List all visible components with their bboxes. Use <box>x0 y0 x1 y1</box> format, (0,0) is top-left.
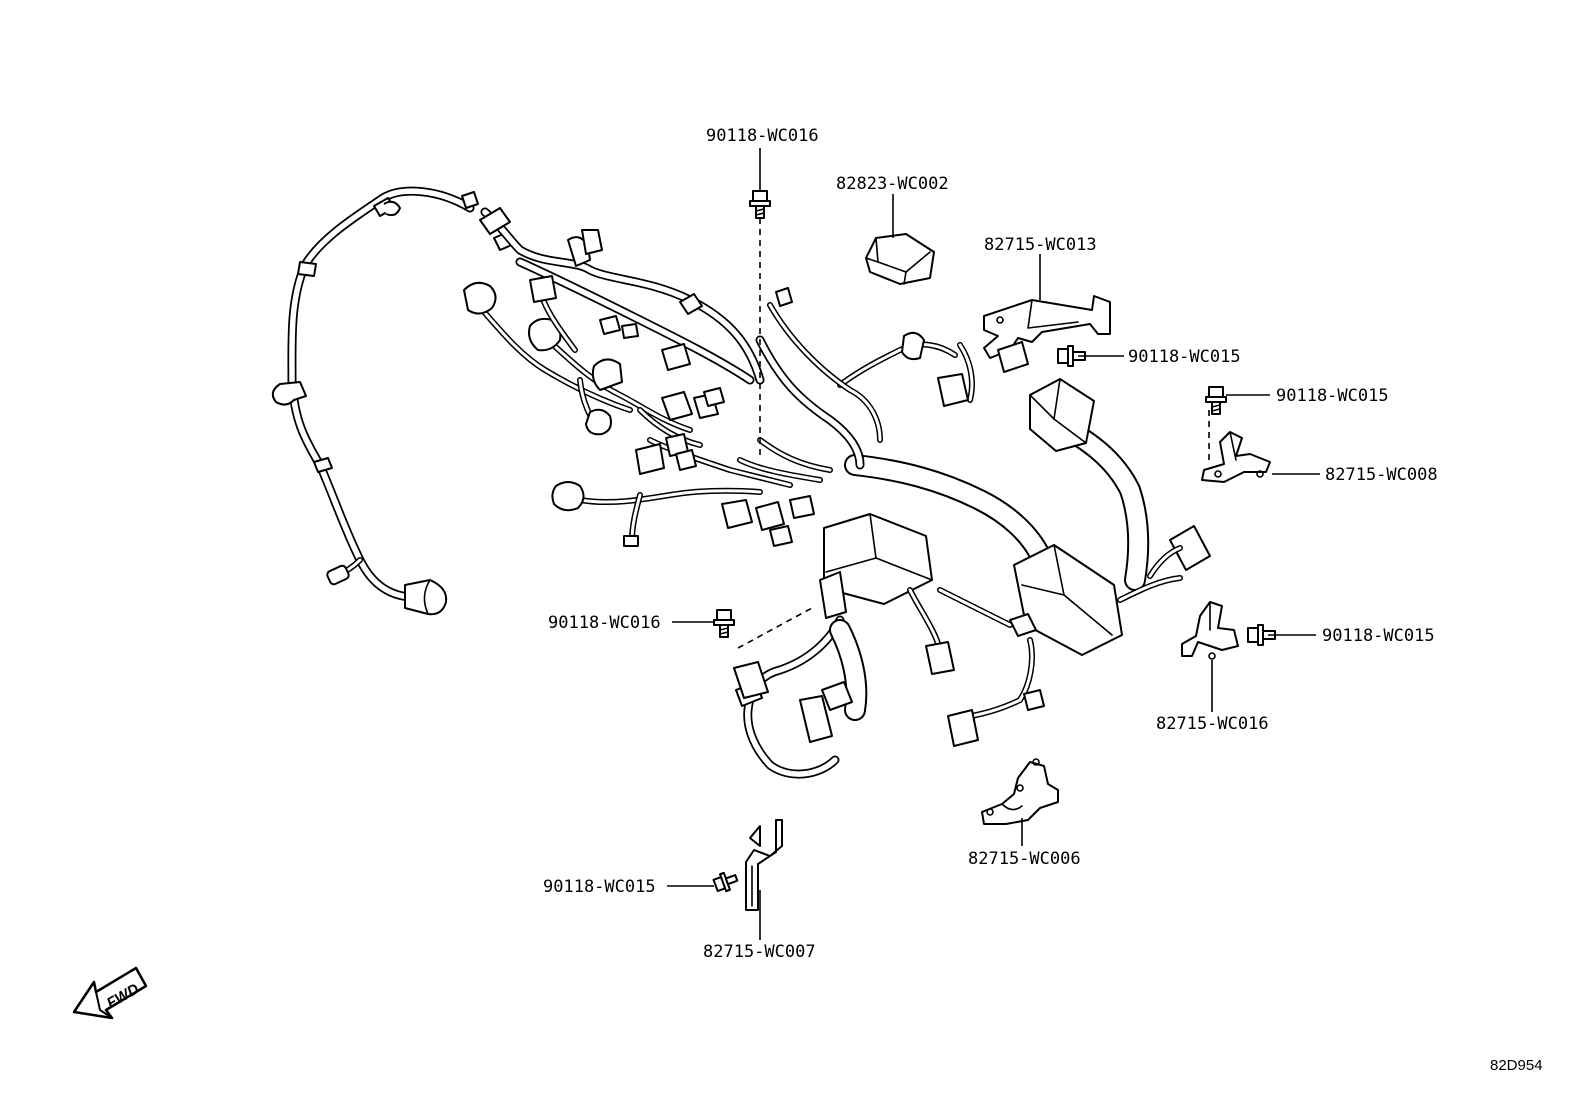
bolt-icon <box>712 871 739 893</box>
bracket-icon <box>1181 601 1239 660</box>
bolt-icon <box>1205 386 1227 415</box>
label-bolt-bottom: 90118-WC015 <box>543 877 656 897</box>
label-bracket-wc008: 82715-WC008 <box>1325 465 1438 485</box>
bolt-icon <box>749 190 771 219</box>
label-bracket-wc016: 82715-WC016 <box>1156 714 1269 734</box>
label-bolt-wc013: 90118-WC015 <box>1128 347 1241 367</box>
bracket-icon <box>745 819 783 911</box>
fwd-arrow-icon: FWD <box>72 966 148 1020</box>
bolt-icon <box>1247 624 1276 646</box>
label-bracket-wc007: 82715-WC007 <box>703 942 816 962</box>
bolt-icon <box>713 609 735 638</box>
protector-cover-icon <box>865 233 935 285</box>
wiring-harness-icon <box>271 186 1211 779</box>
bracket-icon <box>983 295 1111 373</box>
label-bolt-right-upper: 90118-WC015 <box>1276 386 1389 406</box>
label-bracket-wc013: 82715-WC013 <box>984 235 1097 255</box>
bolt-middle-alignment-line <box>737 607 813 649</box>
label-bolt-right-lower: 90118-WC015 <box>1322 626 1435 646</box>
bracket-icon <box>1201 431 1271 483</box>
label-cover-top: 82823-WC002 <box>836 174 949 194</box>
leader-lines <box>667 148 1320 940</box>
label-bolt-top: 90118-WC016 <box>706 126 819 146</box>
label-bolt-middle-left: 90118-WC016 <box>548 613 661 633</box>
diagram-reference-code: 82D954 <box>1490 1057 1543 1074</box>
bracket-icon <box>981 758 1059 825</box>
label-bracket-wc006: 82715-WC006 <box>968 849 1081 869</box>
